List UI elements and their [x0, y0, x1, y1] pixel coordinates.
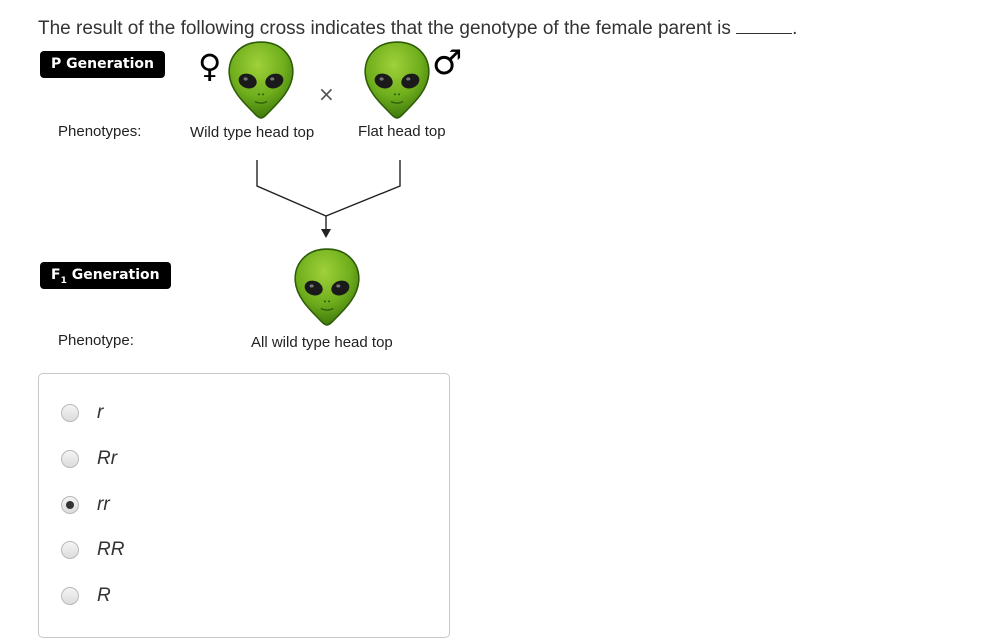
radio-button[interactable]	[61, 404, 79, 422]
offspring-alien-icon	[294, 248, 360, 326]
f1-generation-label: F1 Generation	[40, 262, 171, 289]
option-label: R	[97, 585, 111, 606]
phenotypes-label: Phenotypes:	[58, 123, 142, 140]
radio-button-selected[interactable]	[61, 496, 79, 514]
offspring-phenotype: All wild type head top	[251, 334, 393, 351]
option-rr-recessive[interactable]: rr	[61, 493, 110, 517]
male-phenotype: Flat head top	[358, 123, 446, 140]
option-rr-dominant[interactable]: RR	[61, 538, 124, 562]
answer-options-box: r Rr rr RR R	[38, 373, 450, 638]
radio-button[interactable]	[61, 587, 79, 605]
option-label: rr	[97, 494, 110, 515]
option-rr-hetero[interactable]: Rr	[61, 447, 117, 471]
option-label: Rr	[97, 448, 118, 469]
radio-button[interactable]	[61, 541, 79, 559]
cross-symbol-icon: ×	[318, 82, 335, 106]
question-text: The result of the following cross indica…	[38, 16, 798, 39]
radio-button[interactable]	[61, 450, 79, 468]
female-symbol-icon: ♀	[198, 47, 222, 85]
p-generation-label: P Generation	[40, 51, 166, 78]
option-r[interactable]: r	[61, 401, 103, 425]
answer-blank	[736, 16, 793, 34]
phenotype-label: Phenotype:	[58, 332, 134, 349]
option-label: r	[97, 402, 104, 423]
option-label: RR	[97, 539, 125, 560]
male-symbol-icon: ♂	[432, 43, 463, 83]
female-phenotype: Wild type head top	[190, 124, 315, 141]
option-capital-r[interactable]: R	[61, 584, 111, 608]
